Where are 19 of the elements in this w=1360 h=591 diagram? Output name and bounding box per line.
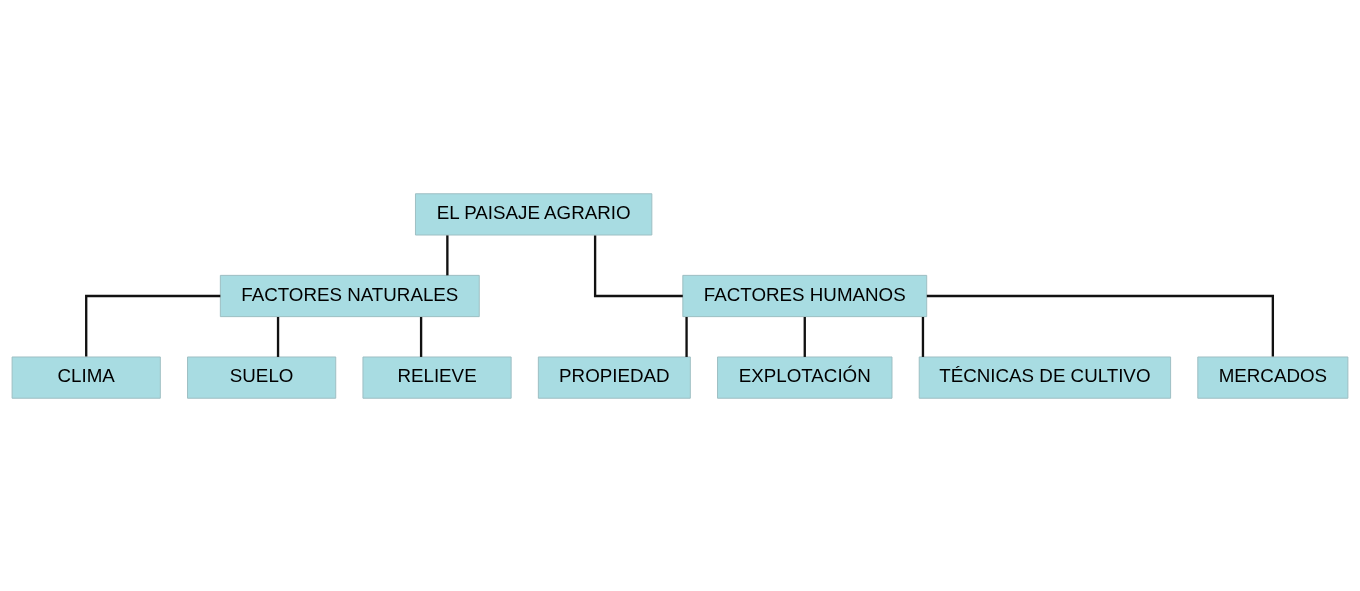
connector [446,234,449,275]
connector [685,316,688,357]
node-box: RELIEVE [362,356,512,399]
connector [85,294,221,357]
connector [921,316,925,357]
node-box: EXPLOTACIÓN [717,356,893,399]
node-box: CLIMA [11,356,161,399]
node-box: FACTORES HUMANOS [682,274,928,317]
connector [926,294,1275,357]
node-box: EL PAISAJE AGRARIO [415,192,653,235]
connector [419,316,423,357]
node-box: TÉCNICAS DE CULTIVO [918,356,1172,399]
node-box: FACTORES NATURALES [219,274,480,317]
connector [803,316,806,357]
node-box: PROPIEDAD [537,356,691,399]
connector [593,234,683,297]
node-box: SUELO [187,356,337,399]
connector [276,316,280,357]
node-box: MERCADOS [1197,356,1349,399]
